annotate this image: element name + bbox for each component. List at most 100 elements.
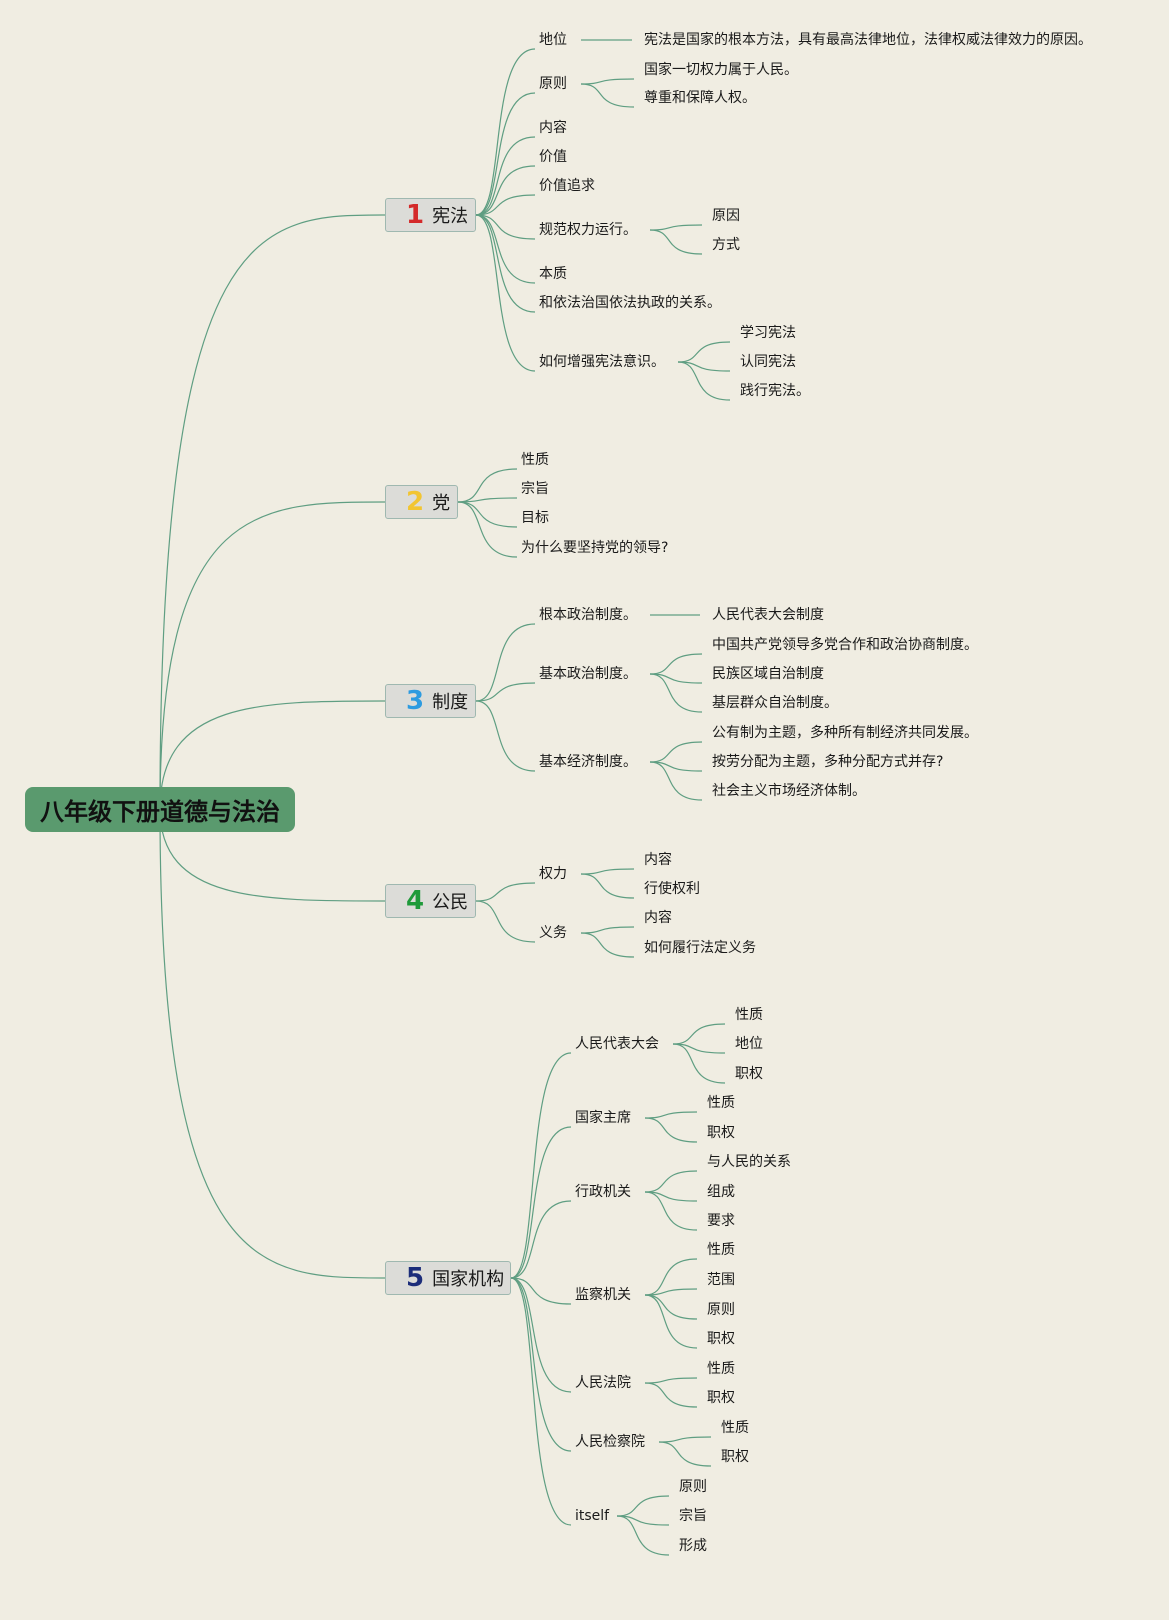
- leaf-node[interactable]: 尊重和保障人权。: [644, 90, 756, 106]
- leaf-node[interactable]: 原则: [707, 1302, 735, 1318]
- leaf-node[interactable]: 学习宪法: [740, 325, 796, 341]
- connector-line: [644, 1382, 698, 1408]
- child-node[interactable]: 国家主席: [575, 1110, 631, 1126]
- connector-line: [475, 214, 536, 313]
- leaf-node[interactable]: 与人民的关系: [707, 1154, 791, 1170]
- branch-number: 5: [406, 1263, 425, 1293]
- leaf-node[interactable]: 人民代表大会制度: [712, 607, 824, 623]
- connector-line: [159, 214, 386, 810]
- leaf-node[interactable]: 地位: [735, 1036, 763, 1052]
- child-node[interactable]: 性质: [521, 452, 549, 468]
- branch-label: 公民: [432, 892, 469, 913]
- child-node[interactable]: 根本政治制度。: [539, 607, 637, 623]
- branch-citizen[interactable]: 4 公民: [385, 884, 476, 918]
- leaf-node[interactable]: 性质: [721, 1420, 749, 1436]
- child-node[interactable]: 和依法治国依法执政的关系。: [539, 295, 721, 311]
- leaf-node[interactable]: 如何履行法定义务: [644, 940, 756, 956]
- connector-line: [616, 1515, 670, 1556]
- branch-label: 国家机构: [432, 1269, 505, 1290]
- root-node[interactable]: 八年级下册道德与法治: [25, 787, 295, 832]
- leaf-node[interactable]: 内容: [644, 852, 672, 868]
- leaf-node[interactable]: 职权: [707, 1125, 735, 1141]
- leaf-node[interactable]: 原则: [679, 1479, 707, 1495]
- branch-system[interactable]: 3 制度: [385, 684, 476, 718]
- leaf-node[interactable]: 行使权利: [644, 881, 700, 897]
- connector-line: [649, 224, 703, 231]
- connector-line: [644, 1294, 698, 1349]
- child-node[interactable]: 目标: [521, 510, 549, 526]
- child-node[interactable]: 规范权力运行。: [539, 222, 637, 238]
- child-node[interactable]: 人民法院: [575, 1375, 631, 1391]
- leaf-node[interactable]: 宪法是国家的根本方法，具有最高法律地位，法律权威法律效力的原因。: [644, 32, 1092, 48]
- leaf-node[interactable]: 职权: [707, 1390, 735, 1406]
- branch-state-organs[interactable]: 5 国家机构: [385, 1261, 511, 1295]
- connector-line: [677, 361, 731, 401]
- child-node[interactable]: 如何增强宪法意识。: [539, 354, 665, 370]
- leaf-node[interactable]: 基层群众自治制度。: [712, 695, 838, 711]
- leaf-node[interactable]: 方式: [712, 237, 740, 253]
- child-node[interactable]: 行政机关: [575, 1184, 631, 1200]
- leaf-node[interactable]: 职权: [735, 1066, 763, 1082]
- connector-line: [580, 873, 635, 899]
- leaf-node[interactable]: 性质: [707, 1095, 735, 1111]
- branch-number: 4: [406, 886, 425, 916]
- connector-line: [649, 761, 703, 772]
- child-node[interactable]: 为什么要坚持党的领导?: [521, 540, 669, 556]
- connector-line: [644, 1294, 698, 1320]
- leaf-node[interactable]: 要求: [707, 1213, 735, 1229]
- leaf-node[interactable]: 职权: [707, 1331, 735, 1347]
- leaf-node[interactable]: 公有制为主题，多种所有制经济共同发展。: [712, 725, 978, 741]
- branch-party[interactable]: 2 党: [385, 485, 458, 519]
- connector-line: [672, 1023, 726, 1045]
- child-node[interactable]: 内容: [539, 120, 567, 136]
- connector-line: [159, 808, 386, 902]
- child-node[interactable]: 权力: [539, 866, 567, 882]
- child-node[interactable]: 地位: [539, 32, 567, 48]
- leaf-node[interactable]: 按劳分配为主题，多种分配方式并存?: [712, 754, 944, 770]
- leaf-node[interactable]: 践行宪法。: [740, 383, 810, 399]
- leaf-node[interactable]: 民族区域自治制度: [712, 666, 824, 682]
- child-node[interactable]: 人民检察院: [575, 1434, 645, 1450]
- child-node[interactable]: 原则: [539, 76, 567, 92]
- leaf-node[interactable]: 职权: [721, 1449, 749, 1465]
- connector-line: [457, 501, 518, 558]
- leaf-node[interactable]: 内容: [644, 910, 672, 926]
- leaf-node[interactable]: 形成: [679, 1538, 707, 1554]
- branch-label: 党: [432, 493, 451, 514]
- leaf-node[interactable]: 性质: [707, 1242, 735, 1258]
- child-node[interactable]: 本质: [539, 266, 567, 282]
- connector-line: [159, 700, 386, 810]
- root-label: 八年级下册道德与法治: [40, 798, 280, 826]
- branch-number: 1: [406, 200, 425, 230]
- child-node[interactable]: 基本经济制度。: [539, 754, 637, 770]
- connector-line: [475, 136, 536, 216]
- connector-line: [658, 1441, 712, 1467]
- child-node[interactable]: itself: [575, 1508, 610, 1524]
- child-node[interactable]: 宗旨: [521, 481, 549, 497]
- connector-line: [616, 1495, 670, 1517]
- child-node[interactable]: 价值追求: [539, 178, 595, 194]
- leaf-node[interactable]: 宗旨: [679, 1508, 707, 1524]
- leaf-node[interactable]: 组成: [707, 1184, 735, 1200]
- connector-line: [475, 165, 536, 216]
- leaf-node[interactable]: 中国共产党领导多党合作和政治协商制度。: [712, 637, 978, 653]
- leaf-node[interactable]: 原因: [712, 208, 740, 224]
- leaf-node[interactable]: 国家一切权力属于人民。: [644, 62, 798, 78]
- leaf-node[interactable]: 认同宪法: [740, 354, 796, 370]
- leaf-node[interactable]: 范围: [707, 1272, 735, 1288]
- connector-line: [475, 214, 536, 240]
- child-node[interactable]: 监察机关: [575, 1287, 631, 1303]
- child-node[interactable]: 人民代表大会: [575, 1036, 659, 1052]
- child-node[interactable]: 义务: [539, 925, 567, 941]
- leaf-node[interactable]: 性质: [735, 1007, 763, 1023]
- child-node[interactable]: 基本政治制度。: [539, 666, 637, 682]
- branch-constitution[interactable]: 1 宪法: [385, 198, 476, 232]
- leaf-node[interactable]: 性质: [707, 1361, 735, 1377]
- child-node[interactable]: 价值: [539, 149, 567, 165]
- leaf-node[interactable]: 社会主义市场经济体制。: [712, 783, 866, 799]
- connector-line: [580, 78, 635, 85]
- connector-line: [475, 700, 536, 772]
- branch-label: 宪法: [432, 206, 469, 227]
- branch-number: 2: [406, 487, 425, 517]
- connector-line: [644, 1191, 698, 1231]
